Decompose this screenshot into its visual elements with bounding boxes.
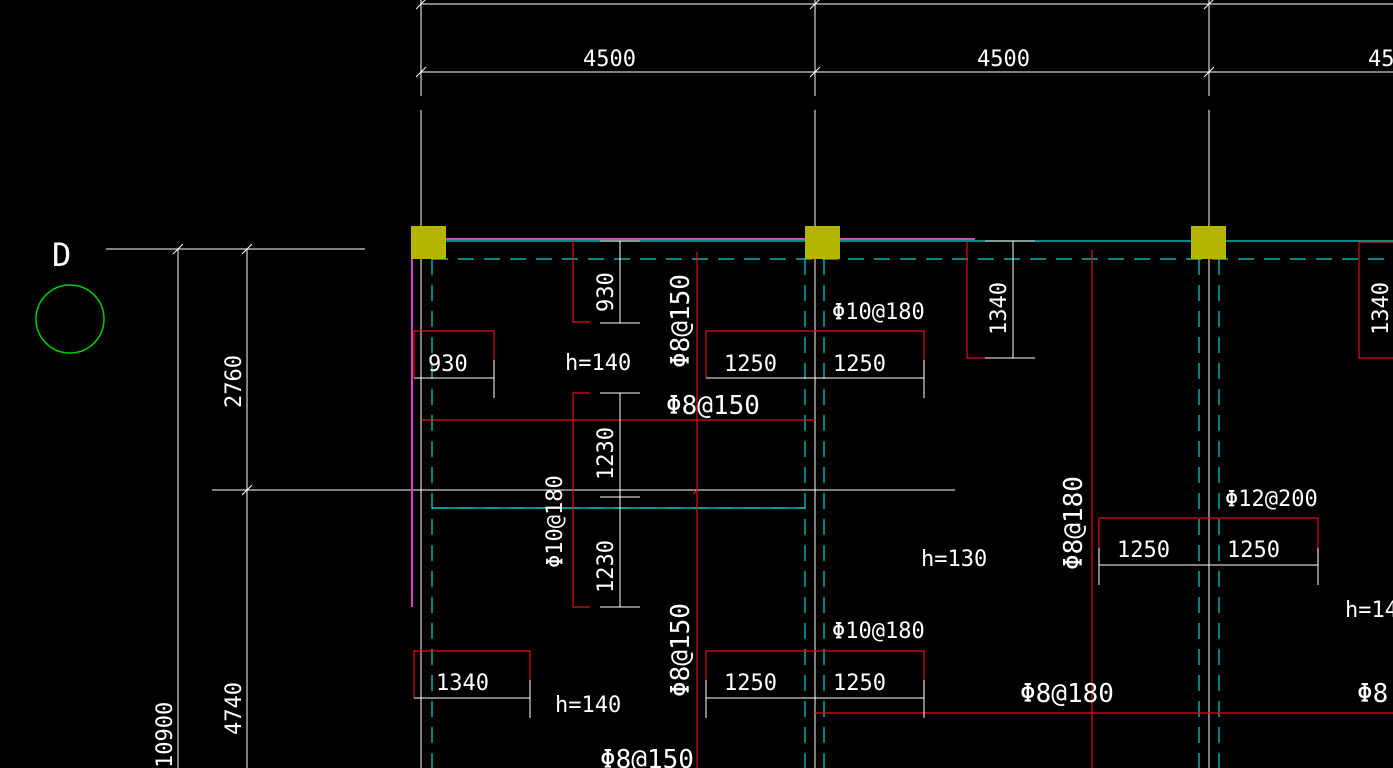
dim-left-4740: 4740 (222, 682, 247, 735)
slab-thickness-2: h=130 (921, 547, 987, 572)
top-dimension-chain (415, 0, 1393, 96)
rebar-spec-vertical-right: Φ8@180 (1059, 476, 1089, 570)
rebar-lines (413, 240, 1393, 768)
rebar-dimension-lines (414, 240, 1319, 718)
rebar-spec-bottom-long: Φ8@180 (1020, 679, 1114, 709)
grid-axis-lines (106, 110, 1210, 768)
rebar-len-1340-far-right: 1340 (1369, 282, 1393, 335)
rebar-spec-vertical-top: Φ8@150 (666, 274, 696, 368)
rebar-len-930-vertical: 930 (594, 272, 619, 312)
rebar-spec-top-right: Φ10@180 (832, 300, 925, 325)
beam-solid-lines (432, 240, 1393, 509)
rebar-len-1250-bottom-left: 1250 (724, 671, 777, 696)
dim-top-1: 4500 (583, 47, 636, 72)
rebar-spec-bottom-edge: Φ8@150 (600, 745, 694, 768)
rebar-len-1250-top-right: 1250 (833, 352, 886, 377)
slab-thickness-4: h=14 (1345, 598, 1393, 623)
rebar-len-1250-right-right: 1250 (1227, 538, 1280, 563)
rebar-len-1340-bottom: 1340 (436, 671, 489, 696)
rebar-spec-vertical-bottom: Φ8@150 (666, 603, 696, 697)
dim-top-3: 45 (1368, 47, 1393, 72)
rebar-len-1230-lower: 1230 (594, 540, 619, 593)
dim-top-2: 4500 (977, 47, 1030, 72)
rebar-spec-vertical-left: Φ10@180 (543, 475, 568, 568)
rebar-len-1250-bottom-right: 1250 (833, 671, 886, 696)
column-2[interactable] (805, 226, 840, 259)
beam-lines (431, 258, 1393, 768)
rebar-len-1250-right-left: 1250 (1117, 538, 1170, 563)
slab-edge (411, 238, 975, 607)
rebar-len-930-horizontal: 930 (428, 352, 468, 377)
left-dimension-chain (172, 243, 253, 768)
slab-thickness-3: h=140 (555, 693, 621, 718)
rebar-spec-right-pair: Φ12@200 (1225, 487, 1318, 512)
rebar-spec-far-right: Φ8 (1357, 679, 1388, 709)
dim-left-10900: 10900 (153, 702, 178, 768)
axis-label-d: D (52, 236, 71, 274)
rebar-spec-horizontal-mid: Φ8@150 (666, 391, 760, 421)
rebar-spec-bottom-right: Φ10@180 (832, 619, 925, 644)
rebar-len-1340-top: 1340 (987, 282, 1012, 335)
column-1[interactable] (411, 226, 446, 259)
rebar-len-1230-upper: 1230 (594, 427, 619, 480)
dim-left-2760: 2760 (222, 355, 247, 408)
axis-bubble[interactable] (35, 284, 105, 354)
rebar-len-1250-top-left: 1250 (724, 352, 777, 377)
slab-thickness-1: h=140 (565, 351, 631, 376)
column-3[interactable] (1191, 226, 1226, 259)
